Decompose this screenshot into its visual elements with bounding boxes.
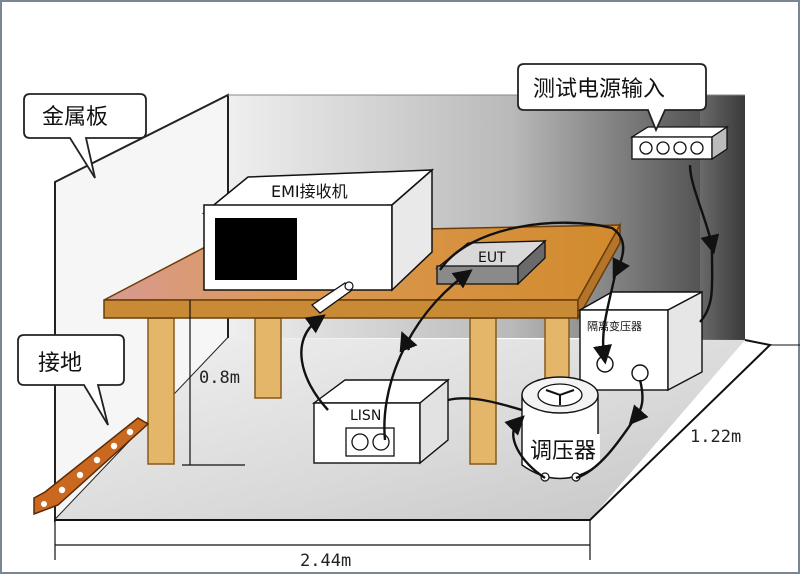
depth-dimension: 1.22m [690,344,800,447]
width-dimension: 2.44m [54,520,591,571]
cable-eut-to-transformer [439,221,630,279]
emi-receiver: EMI接收机 [201,168,435,292]
eut-label: EUT [478,250,506,266]
voltage-regulator: 调压器 [521,376,600,482]
cable-lisn-to-receiver [300,314,329,411]
lisn-label: LISN [350,408,381,424]
table-leg [147,317,175,465]
ground-strap [33,417,150,516]
cable-lisn-to-eut [383,269,473,441]
socket-icon [690,141,704,155]
cable-down-to-transformer [593,274,617,365]
callout-grounding: 接地 [17,334,125,426]
metal-plate-label: 金属板 [42,105,108,130]
socket-icon [656,141,670,155]
grounding-label: 接地 [38,351,82,376]
cable-transformer-to-regulator [628,379,649,426]
cable-into-regulator [575,417,636,480]
lisn-device: LISN [311,378,450,465]
arrow-head-up [399,331,418,353]
callout-metal-plate: 金属板 [23,93,147,179]
emi-receiver-label: EMI接收机 [271,182,348,201]
height-dimension: 0.8m [182,300,245,466]
table-leg [469,317,497,465]
power-outlet [629,125,730,161]
right-wall [700,95,745,390]
socket-icon [639,141,653,155]
isolation-transformer: 隔离变压器 [577,290,703,392]
cable-outlet-down [688,164,720,255]
regulator-label-bg [526,434,600,464]
coax-connector [310,281,354,314]
table-edge [103,299,579,319]
cable-outlet-to-transformer [699,249,714,323]
depth-label: 1.22m [690,427,741,447]
table-leg [254,317,282,399]
socket-icon [673,141,687,155]
cables [300,164,720,480]
cable-regulator-out [504,415,546,480]
width-label: 2.44m [300,551,351,571]
cable-lisn-to-regulator [447,397,523,412]
voltage-regulator-label: 调压器 [530,439,596,464]
receiver-screen [215,218,297,280]
test-power-input-label: 测试电源输入 [533,77,665,102]
height-label: 0.8m [199,368,240,388]
isolation-transformer-label: 隔离变压器 [587,319,642,333]
callout-power-input: 测试电源输入 [517,63,707,133]
